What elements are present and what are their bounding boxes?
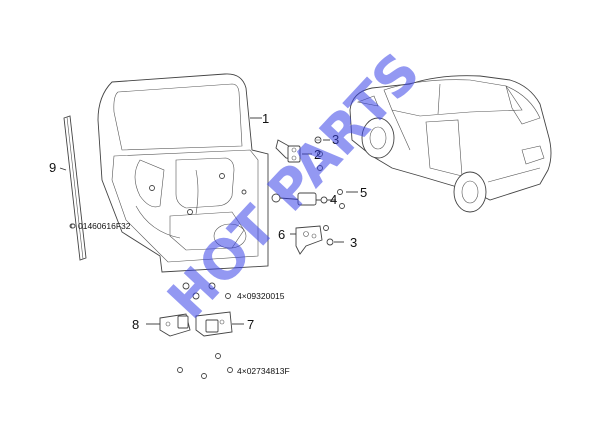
fasteners-5 bbox=[337, 189, 358, 209]
hinge-8 bbox=[146, 313, 191, 337]
callout-6: 6 bbox=[278, 227, 285, 242]
rear-door-shell bbox=[97, 73, 269, 273]
callout-7: 7 bbox=[247, 317, 254, 332]
hinge-7 bbox=[195, 311, 244, 337]
callout-1: 1 bbox=[262, 111, 269, 126]
striker-6 bbox=[290, 225, 323, 255]
part-code-bolts-upper: 4×09320015 bbox=[237, 291, 285, 301]
door-check bbox=[275, 139, 312, 163]
screws-lower bbox=[323, 225, 344, 246]
bolts-upper bbox=[182, 282, 231, 300]
callout-2: 2 bbox=[314, 147, 321, 162]
bolts-lower bbox=[177, 353, 233, 379]
callout-4: 4 bbox=[330, 192, 337, 207]
callout-5: 5 bbox=[360, 185, 367, 200]
callout-3-upper: 3 bbox=[332, 132, 339, 147]
screws-upper bbox=[314, 136, 330, 171]
callout-3-lower: 3 bbox=[350, 235, 357, 250]
callout-8: 8 bbox=[132, 317, 139, 332]
car-illustration bbox=[349, 75, 552, 213]
part-code-weatherstrip: 01460616F32 bbox=[78, 221, 131, 231]
part-code-bolts-lower: 4×02734813F bbox=[237, 366, 290, 376]
weatherstrip-rod bbox=[59, 115, 87, 261]
door-latch-rod bbox=[271, 192, 336, 206]
weatherstrip-code-marker bbox=[70, 223, 76, 229]
callout-9: 9 bbox=[49, 160, 56, 175]
